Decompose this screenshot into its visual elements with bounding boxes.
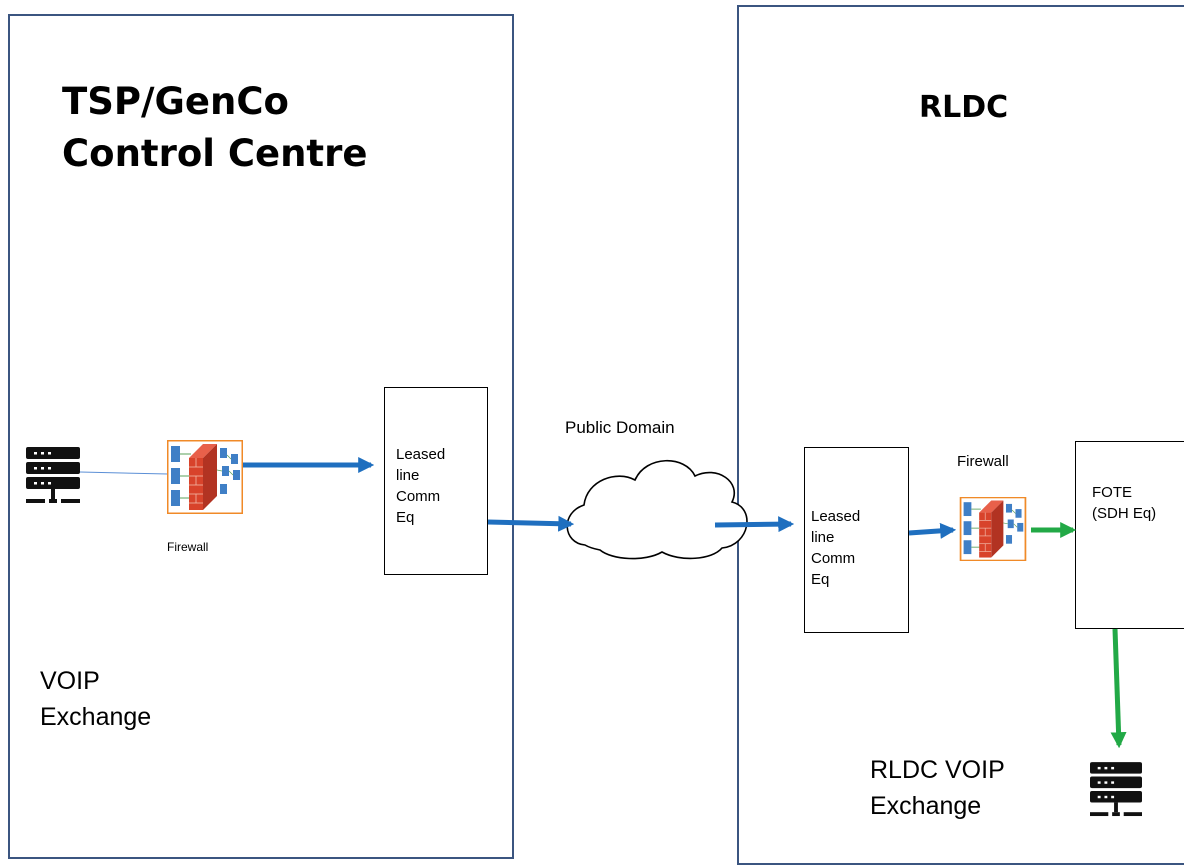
arrow-leased-to-firewall [908,522,957,539]
right-leased-line-box: Leased line Comm Eq [804,447,909,633]
left-leased-line-label: Leased line Comm Eq [396,446,446,526]
voip-exchange-label: VOIP Exchange [40,667,152,731]
fote-box: FOTE (SDH Eq) [1075,441,1184,629]
public-domain-label: Public Domain [565,418,675,437]
arrow-leased-to-cloud [487,515,575,532]
cloud-icon [566,459,748,560]
right-firewall-label: Firewall [957,453,1009,470]
server-firewall-link [79,471,169,475]
firewall-icon [167,440,243,514]
tsp-genco-title: TSP/GenCo Control Centre [62,80,368,175]
arrow-fote-to-server [1110,628,1127,749]
firewall-icon [959,497,1027,561]
rldc-voip-exchange-label: RLDC VOIP Exchange [870,756,1005,820]
fote-label: FOTE (SDH Eq) [1092,484,1157,522]
server-icon [26,447,80,503]
right-leased-line-label: Leased line Comm Eq [811,508,861,588]
server-icon [1090,762,1142,817]
rldc-title: RLDC [919,90,1009,125]
right-region-rldc [737,5,1184,865]
left-leased-line-box: Leased line Comm Eq [384,387,488,575]
arrow-cloud-to-leased [714,516,795,533]
left-firewall-label: Firewall [167,540,209,554]
